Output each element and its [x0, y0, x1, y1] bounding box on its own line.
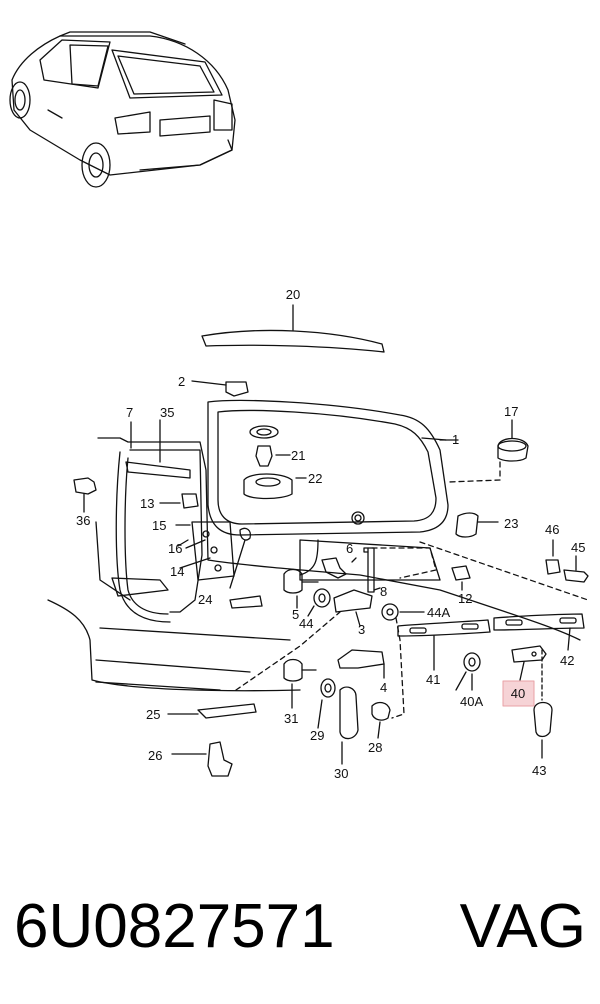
callout-8: 8	[380, 584, 387, 599]
callout-20: 20	[286, 287, 300, 302]
part-1-tailgate	[207, 399, 449, 536]
part-13-clip	[181, 493, 199, 509]
callout-35: 35	[160, 405, 174, 420]
part-28-bush	[371, 701, 391, 721]
part-17-grommet	[497, 437, 529, 462]
part-42-handle-right	[493, 613, 585, 631]
part-2-clip	[225, 381, 249, 397]
part-3-lock	[333, 589, 373, 613]
callout-2: 2	[178, 374, 185, 389]
part-20-spoiler	[201, 329, 385, 353]
part-44A-washer	[381, 603, 399, 621]
callout-36: 36	[76, 513, 90, 528]
callout-4: 4	[380, 680, 387, 695]
part-8-rod	[367, 547, 375, 593]
part-6-screw	[321, 557, 347, 579]
callout-6: 6	[346, 541, 353, 556]
part-14-bracket	[191, 521, 235, 581]
part-number: 6U0827571	[14, 892, 335, 961]
callout-13: 13	[140, 496, 154, 511]
callout-30: 30	[334, 766, 348, 781]
callout-12: 12	[458, 591, 472, 606]
callout-15: 15	[152, 518, 166, 533]
part-23-buffer	[455, 512, 479, 538]
highlight-40	[502, 680, 535, 707]
part-4-holder	[337, 649, 385, 669]
callout-43: 43	[532, 763, 546, 778]
callout-26: 26	[148, 748, 162, 763]
part-12-nut	[451, 565, 471, 581]
part-35-gas-strut	[125, 461, 191, 479]
callout-44: 44	[299, 616, 313, 631]
callout-29: 29	[310, 728, 324, 743]
callout-42: 42	[560, 653, 574, 668]
callout-25: 25	[146, 707, 160, 722]
callout-40A: 40A	[460, 694, 483, 709]
callout-1: 1	[452, 432, 459, 447]
rear-body-panel	[97, 437, 581, 641]
car-illustration	[9, 31, 236, 188]
callout-46: 46	[545, 522, 559, 537]
part-22-bracket	[243, 473, 293, 500]
callout-23: 23	[504, 516, 518, 531]
part-5-bolt	[283, 568, 303, 594]
callout-22: 22	[308, 471, 322, 486]
callout-31: 31	[284, 711, 298, 726]
part-24-lock-part	[239, 527, 252, 541]
callout-41: 41	[426, 672, 440, 687]
callout-7: 7	[126, 405, 133, 420]
part-45-screw	[563, 569, 589, 583]
part-25-cover	[197, 703, 257, 719]
callout-21: 21	[291, 448, 305, 463]
callout-24: 24	[198, 592, 212, 607]
footer: 6U0827571 VAG	[0, 872, 600, 982]
brand-label: VAG	[459, 892, 586, 961]
part-40-switch	[511, 645, 547, 663]
part-36-screw	[73, 477, 97, 495]
callout-16: 16	[168, 541, 182, 556]
callout-5: 5	[292, 607, 299, 622]
part-41-handle-left	[397, 619, 491, 637]
part-31-bolt	[283, 658, 303, 682]
part-40A-washer	[463, 652, 481, 672]
callout-28: 28	[368, 740, 382, 755]
part-43-cap	[533, 701, 553, 738]
callout-14: 14	[170, 564, 184, 579]
callout-3: 3	[358, 622, 365, 637]
part-46-nut	[545, 559, 561, 575]
part-44-washer	[313, 588, 331, 608]
callout-17: 17	[504, 404, 518, 419]
part-30-cover	[339, 686, 359, 740]
callout-40: 40	[511, 686, 525, 701]
callout-44A: 44A	[427, 605, 450, 620]
callout-labels: 20 2 1 7 35 17 21 22 13 23 36 15 46 16 6…	[76, 287, 585, 781]
part-26-screw	[207, 741, 233, 777]
callout-45: 45	[571, 540, 585, 555]
part-29-washer	[320, 678, 336, 698]
